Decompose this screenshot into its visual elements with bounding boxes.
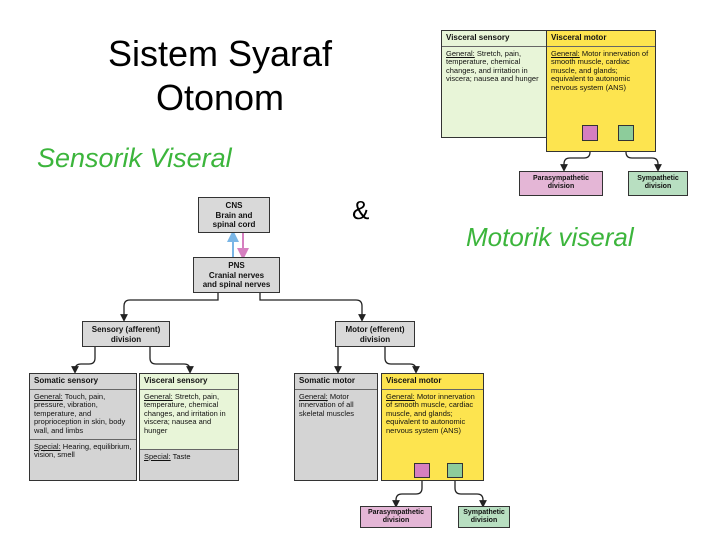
top-visceral-sensory-title: Visceral sensory: [442, 31, 546, 47]
somatic-motor-title: Somatic motor: [295, 374, 377, 390]
top-connector-sym: [625, 140, 662, 172]
top-visceral-sensory-box: Visceral sensory General: Stretch, pain,…: [441, 30, 547, 138]
somatic-motor-general: General: Motor innervation of all skelet…: [295, 390, 377, 422]
general-text: Stretch, pain, temperature, chemical cha…: [446, 48, 539, 84]
sympathetic-swatch: [447, 463, 463, 478]
somatic-sensory-title: Somatic sensory: [30, 374, 136, 390]
motor-division-line-1: Motor (efferent): [345, 325, 405, 334]
general-text: Touch, pain, pressure, vibration, temper…: [34, 391, 126, 435]
somatic-sensory-special: Special: Hearing, equilibrium, vision, s…: [30, 440, 136, 463]
somatic-sensory-box: Somatic sensory General: Touch, pain, pr…: [29, 373, 137, 481]
visceral-sensory-special: Special: Taste: [140, 449, 238, 480]
pns-to-sensory: [120, 292, 219, 322]
sensory-division-box: Sensory (afferent) division: [82, 321, 170, 347]
special-label: Special:: [34, 441, 61, 451]
visceral-sensory-general: General: Stretch, pain, temperature, che…: [140, 390, 238, 450]
subtitle-sensorik-viseral: Sensorik Viseral: [37, 143, 232, 173]
cns-line-3: spinal cord: [212, 220, 256, 229]
general-text: Motor innervation of smooth muscle, card…: [386, 391, 475, 435]
pns-box: PNS Cranial nerves and spinal nerves: [193, 257, 280, 293]
special-label: Special:: [144, 451, 171, 461]
general-label: General:: [446, 48, 475, 58]
general-label: General:: [34, 391, 63, 401]
general-text: Motor innervation of smooth muscle, card…: [551, 48, 649, 92]
main-connector-para: [392, 478, 423, 508]
pns-line-3: and spinal nerves: [202, 280, 271, 289]
slide-title: Sistem Syaraf Otonom: [40, 32, 400, 120]
top-parasympathetic-swatch: [582, 125, 598, 141]
cns-label: CNS: [225, 201, 243, 210]
parasympathetic-swatch: [414, 463, 430, 478]
visceral-motor-general: General: Motor innervation of smooth mus…: [382, 390, 483, 439]
sensory-to-somatic: [71, 346, 96, 374]
general-label: General:: [551, 48, 580, 58]
top-visceral-sensory-body: General: Stretch, pain, temperature, che…: [442, 47, 546, 87]
visceral-motor-title: Visceral motor: [382, 374, 483, 390]
cns-line-2: Brain and: [215, 210, 253, 220]
pns-label: PNS: [228, 261, 245, 270]
top-sympathetic-swatch: [618, 125, 634, 141]
pns-line-2: Cranial nerves: [208, 270, 265, 280]
cns-box: CNS Brain and spinal cord: [198, 197, 270, 233]
visceral-sensory-title: Visceral sensory: [140, 374, 238, 390]
general-label: General:: [386, 391, 415, 401]
top-visceral-motor-title: Visceral motor: [547, 31, 655, 47]
general-text: Motor innervation of all skeletal muscle…: [299, 391, 355, 418]
title-line-2: Otonom: [155, 77, 285, 118]
motor-to-visceral: [384, 346, 420, 374]
visceral-motor-box: Visceral motor General: Motor innervatio…: [381, 373, 484, 481]
top-visceral-motor-body: General: Motor innervation of smooth mus…: [547, 47, 655, 96]
parasympathetic-box: Parasympathetic division: [360, 506, 432, 528]
top-sympathetic-box: Sympathetic division: [628, 171, 688, 196]
somatic-motor-box: Somatic motor General: Motor innervation…: [294, 373, 378, 481]
special-text: Hearing, equilibrium, vision, smell: [34, 441, 132, 460]
motor-division-box: Motor (efferent) division: [335, 321, 415, 347]
top-parasympathetic-box: Parasympathetic division: [519, 171, 603, 196]
general-label: General:: [299, 391, 328, 401]
general-text: Stretch, pain, temperature, chemical cha…: [144, 391, 226, 435]
sensory-to-visceral: [149, 346, 194, 374]
visceral-sensory-box: Visceral sensory General: Stretch, pain,…: [139, 373, 239, 481]
top-connector-para: [560, 140, 591, 172]
sensory-division-line-2: division: [110, 334, 142, 344]
sympathetic-box: Sympathetic division: [458, 506, 510, 528]
main-connector-sym: [454, 478, 487, 508]
pns-to-motor: [259, 292, 366, 322]
motor-division-line-2: division: [359, 334, 391, 344]
sensory-division-line-1: Sensory (afferent): [91, 325, 161, 334]
ampersand: &: [352, 195, 370, 225]
general-label: General:: [144, 391, 173, 401]
somatic-sensory-general: General: Touch, pain, pressure, vibratio…: [30, 390, 136, 440]
title-line-1: Sistem Syaraf: [107, 33, 333, 74]
special-text: Taste: [172, 451, 191, 461]
subtitle-motorik-viseral: Motorik viseral: [466, 222, 634, 252]
top-visceral-motor-box: Visceral motor General: Motor innervatio…: [546, 30, 656, 152]
